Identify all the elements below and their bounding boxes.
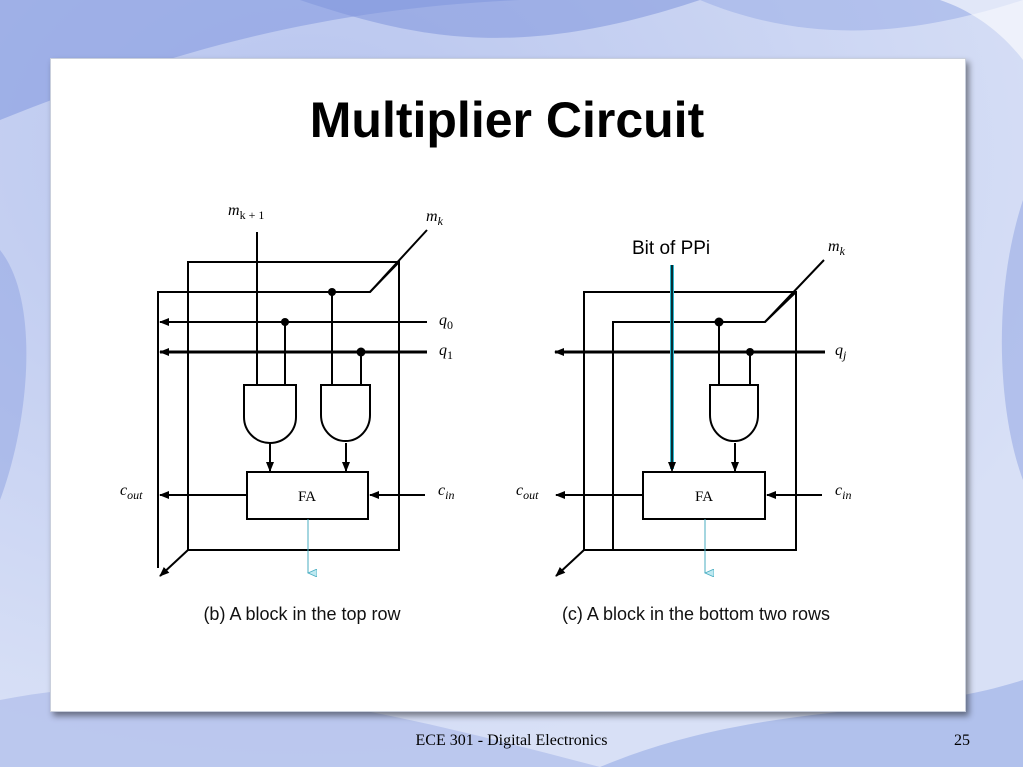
mk-input-line bbox=[332, 229, 428, 293]
slide-page-number: 25 bbox=[954, 732, 970, 749]
footer-course-title: ECE 301 - Digital Electronics bbox=[415, 732, 608, 749]
and-gate-right bbox=[320, 384, 371, 442]
label-qj: qj bbox=[835, 342, 847, 362]
caption-b: (b) A block in the top row bbox=[203, 604, 401, 624]
and-gate-c bbox=[709, 384, 759, 442]
diagram-b bbox=[157, 229, 428, 577]
label-mk1: mk + 1 bbox=[228, 202, 264, 222]
fa-label-b: FA bbox=[298, 489, 316, 505]
cell-frame-back-c bbox=[583, 291, 797, 551]
label-mk-b: mk bbox=[426, 208, 444, 228]
mk-input-line-c bbox=[719, 259, 825, 323]
cell-frame-front-c bbox=[612, 291, 797, 550]
junction-dots-c bbox=[714, 317, 754, 356]
annotation-bit-of-ppi: Bit of PPi bbox=[632, 238, 710, 259]
cell-frame-back bbox=[187, 261, 400, 551]
label-cout-c: cout bbox=[516, 482, 539, 502]
label-q1: q1 bbox=[439, 342, 453, 362]
label-cin-c: cin bbox=[835, 482, 851, 502]
junction-dots-b bbox=[281, 288, 366, 357]
label-cout-b: cout bbox=[120, 482, 143, 502]
multiplier-diagram: mk + 1 mk q0 q1 cout cin FA (b) A block … bbox=[120, 202, 851, 624]
figure-area: mk + 1 mk q0 q1 cout cin FA (b) A block … bbox=[87, 175, 930, 662]
fa-label-c: FA bbox=[695, 489, 713, 505]
label-cin-b: cin bbox=[438, 482, 454, 502]
label-q0: q0 bbox=[439, 312, 453, 332]
slide-title: Multiplier Circuit bbox=[309, 92, 705, 148]
and-gate-left bbox=[243, 384, 297, 444]
diagonal-output-arrow-c bbox=[555, 549, 585, 577]
label-mk-c: mk bbox=[828, 238, 846, 258]
diagram-c bbox=[554, 259, 825, 577]
diagonal-output-arrow bbox=[159, 549, 189, 577]
caption-c: (c) A block in the bottom two rows bbox=[562, 604, 830, 624]
slide-footer: ECE 301 - Digital Electronics 25 bbox=[0, 732, 1023, 756]
cell-frame-front bbox=[157, 261, 400, 568]
